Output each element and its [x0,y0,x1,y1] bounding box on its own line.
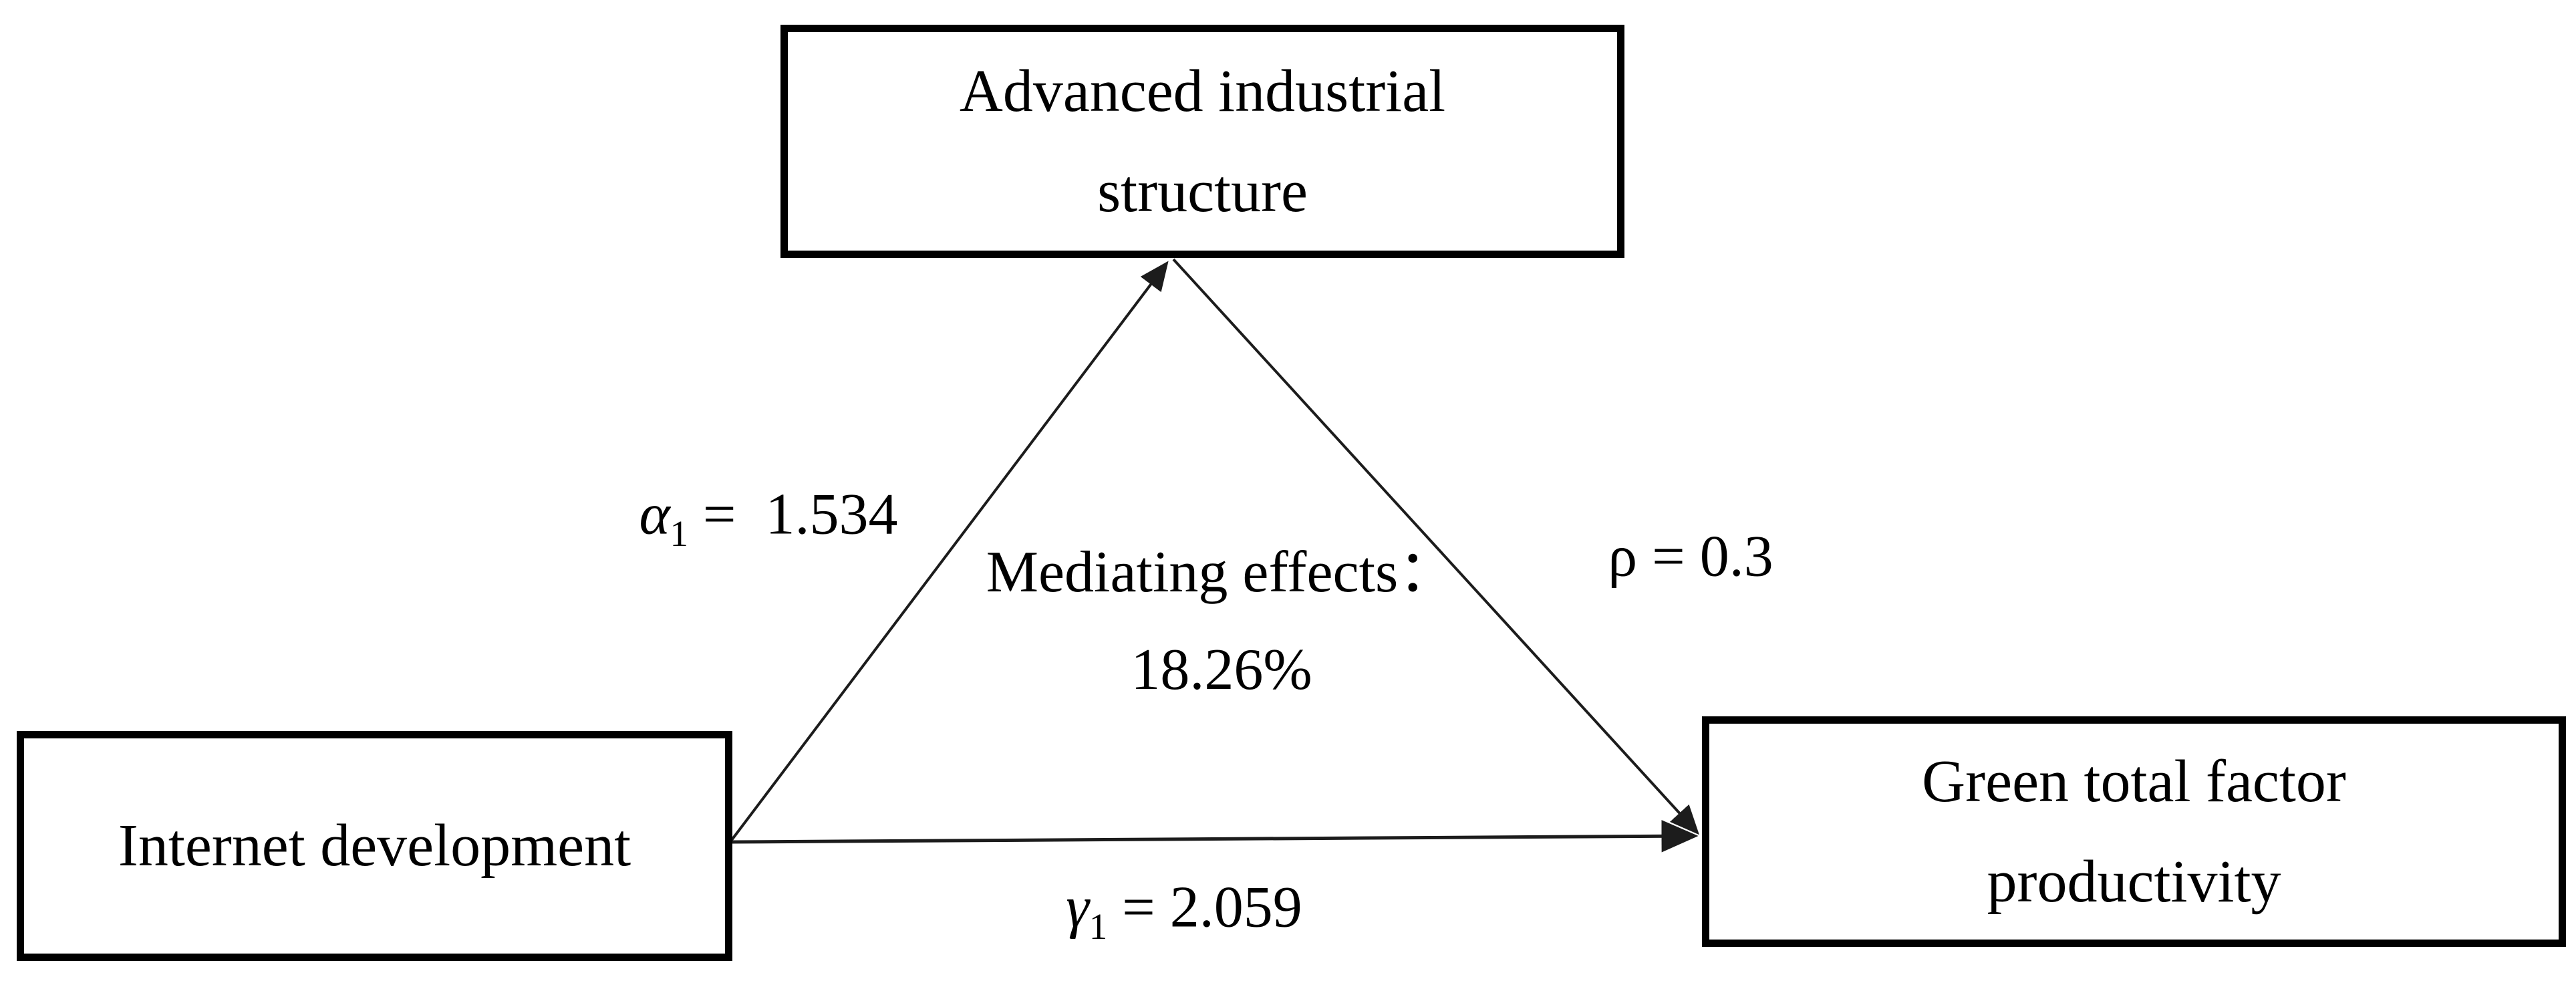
node-mediator-line1: Advanced industrial [959,57,1446,124]
gamma-symbol: γ [1066,875,1089,940]
node-green-total-factor-productivity: Green total factor productivity [1702,716,2566,947]
coefficient-gamma-label: γ1 = 2.059 [1066,874,1302,945]
gamma-subscript: 1 [1089,906,1108,948]
mediating-effects-line1: Mediating effects： [986,540,1457,605]
alpha-equation: = 1.534 [688,482,898,547]
gamma-equation: = 2.059 [1107,875,1302,940]
rho-symbol: ρ [1608,524,1638,589]
coefficient-alpha-label: α1 = 1.534 [639,481,898,552]
arrow-mediator-to-dependent [1172,258,1699,835]
mediating-effects-label: Mediating effects： 18.26% [986,524,1457,719]
node-dependent-line2: productivity [1987,848,2281,915]
node-dependent-line1: Green total factor [1922,748,2346,815]
mediating-effects-line2: 18.26% [1131,637,1312,702]
rho-equation: = 0.3 [1637,524,1773,589]
alpha-symbol: α [639,482,670,547]
node-independent-label: Internet development [118,813,631,879]
arrow-independent-to-mediator [730,261,1169,841]
alpha-subscript: 1 [670,513,688,555]
node-advanced-industrial-structure: Advanced industrial structure [780,25,1624,258]
coefficient-rho-label: ρ = 0.3 [1608,523,1773,591]
node-internet-development: Internet development [17,731,732,961]
arrow-independent-to-dependent [731,820,1699,853]
node-mediator-line2: structure [1097,158,1308,225]
